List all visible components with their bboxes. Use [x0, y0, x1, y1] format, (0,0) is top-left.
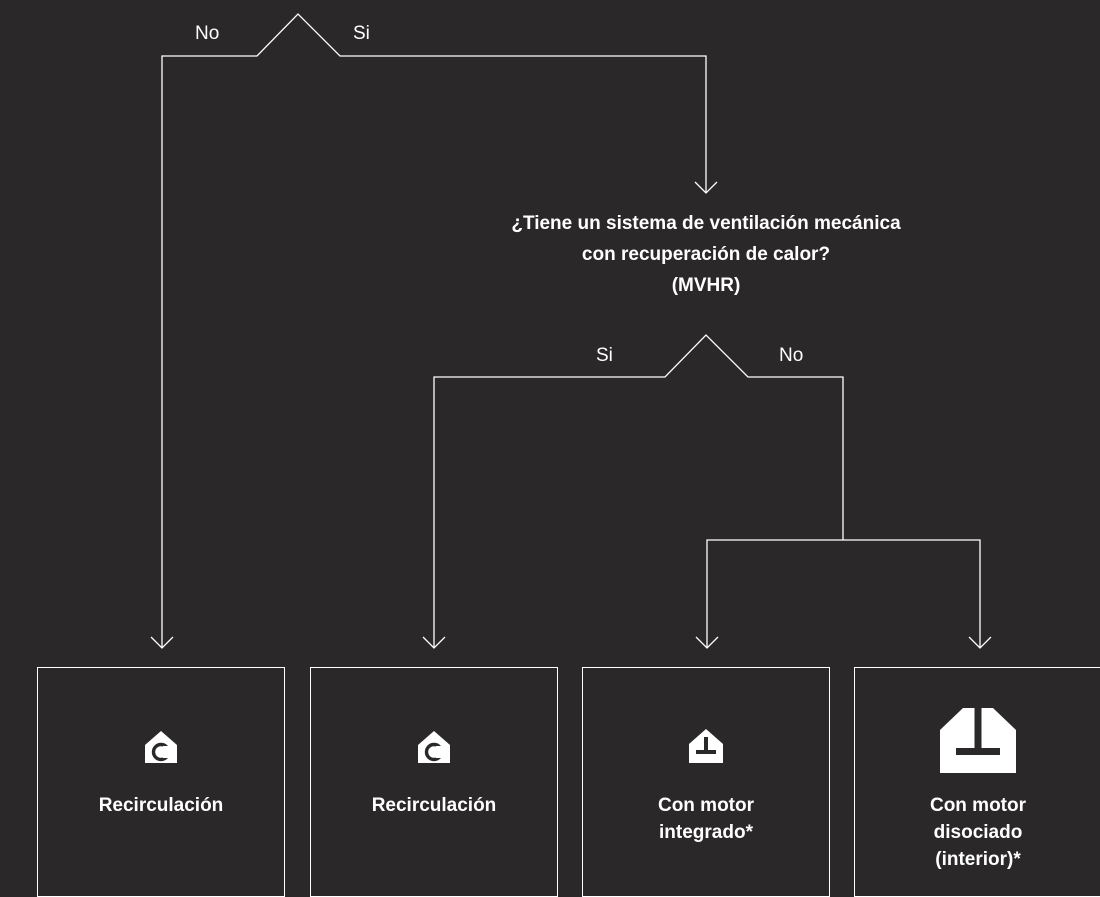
decision-mvhr-yes-label: Si: [596, 345, 613, 366]
decision-mvhr-no-label: No: [779, 345, 804, 366]
option-card-recirculation-1: Recirculación: [37, 667, 285, 897]
integrated-motor-house-icon: [689, 729, 723, 763]
motor-split-connector: [706, 539, 981, 647]
question-line: con recuperación de calor?: [581, 244, 831, 265]
decision-top-connector: [161, 13, 707, 647]
question-line: (MVHR): [671, 275, 741, 296]
remote-motor-house-icon: [940, 706, 1016, 773]
arrowhead: [968, 636, 992, 649]
option-title: Con motor integrado*: [657, 795, 755, 843]
recirculation-house-icon: [145, 731, 177, 763]
option-card-recirculation-2: Recirculación: [310, 667, 558, 897]
arrowhead: [694, 181, 718, 194]
arrowhead: [422, 636, 446, 649]
option-card-remote-motor: Con motor disociado (interior)*: [854, 667, 1100, 897]
question-line: ¿Tiene un sistema de ventilación mecánic…: [511, 213, 901, 234]
recirculation-house-icon: [418, 731, 450, 763]
option-title: Recirculación: [371, 795, 497, 816]
mvhr-question: ¿Tiene un sistema de ventilación mecánic…: [456, 208, 956, 301]
arrowhead: [150, 636, 174, 649]
arrowhead: [695, 636, 719, 649]
decision-mvhr-connector: [433, 334, 844, 647]
option-title: Recirculación: [98, 795, 224, 816]
option-card-integrated-motor: Con motor integrado*: [582, 667, 830, 897]
option-title: Con motor disociado (interior)*: [929, 795, 1027, 870]
decision-top-no-label: No: [195, 23, 220, 44]
decision-top-yes-label: Si: [353, 23, 370, 44]
